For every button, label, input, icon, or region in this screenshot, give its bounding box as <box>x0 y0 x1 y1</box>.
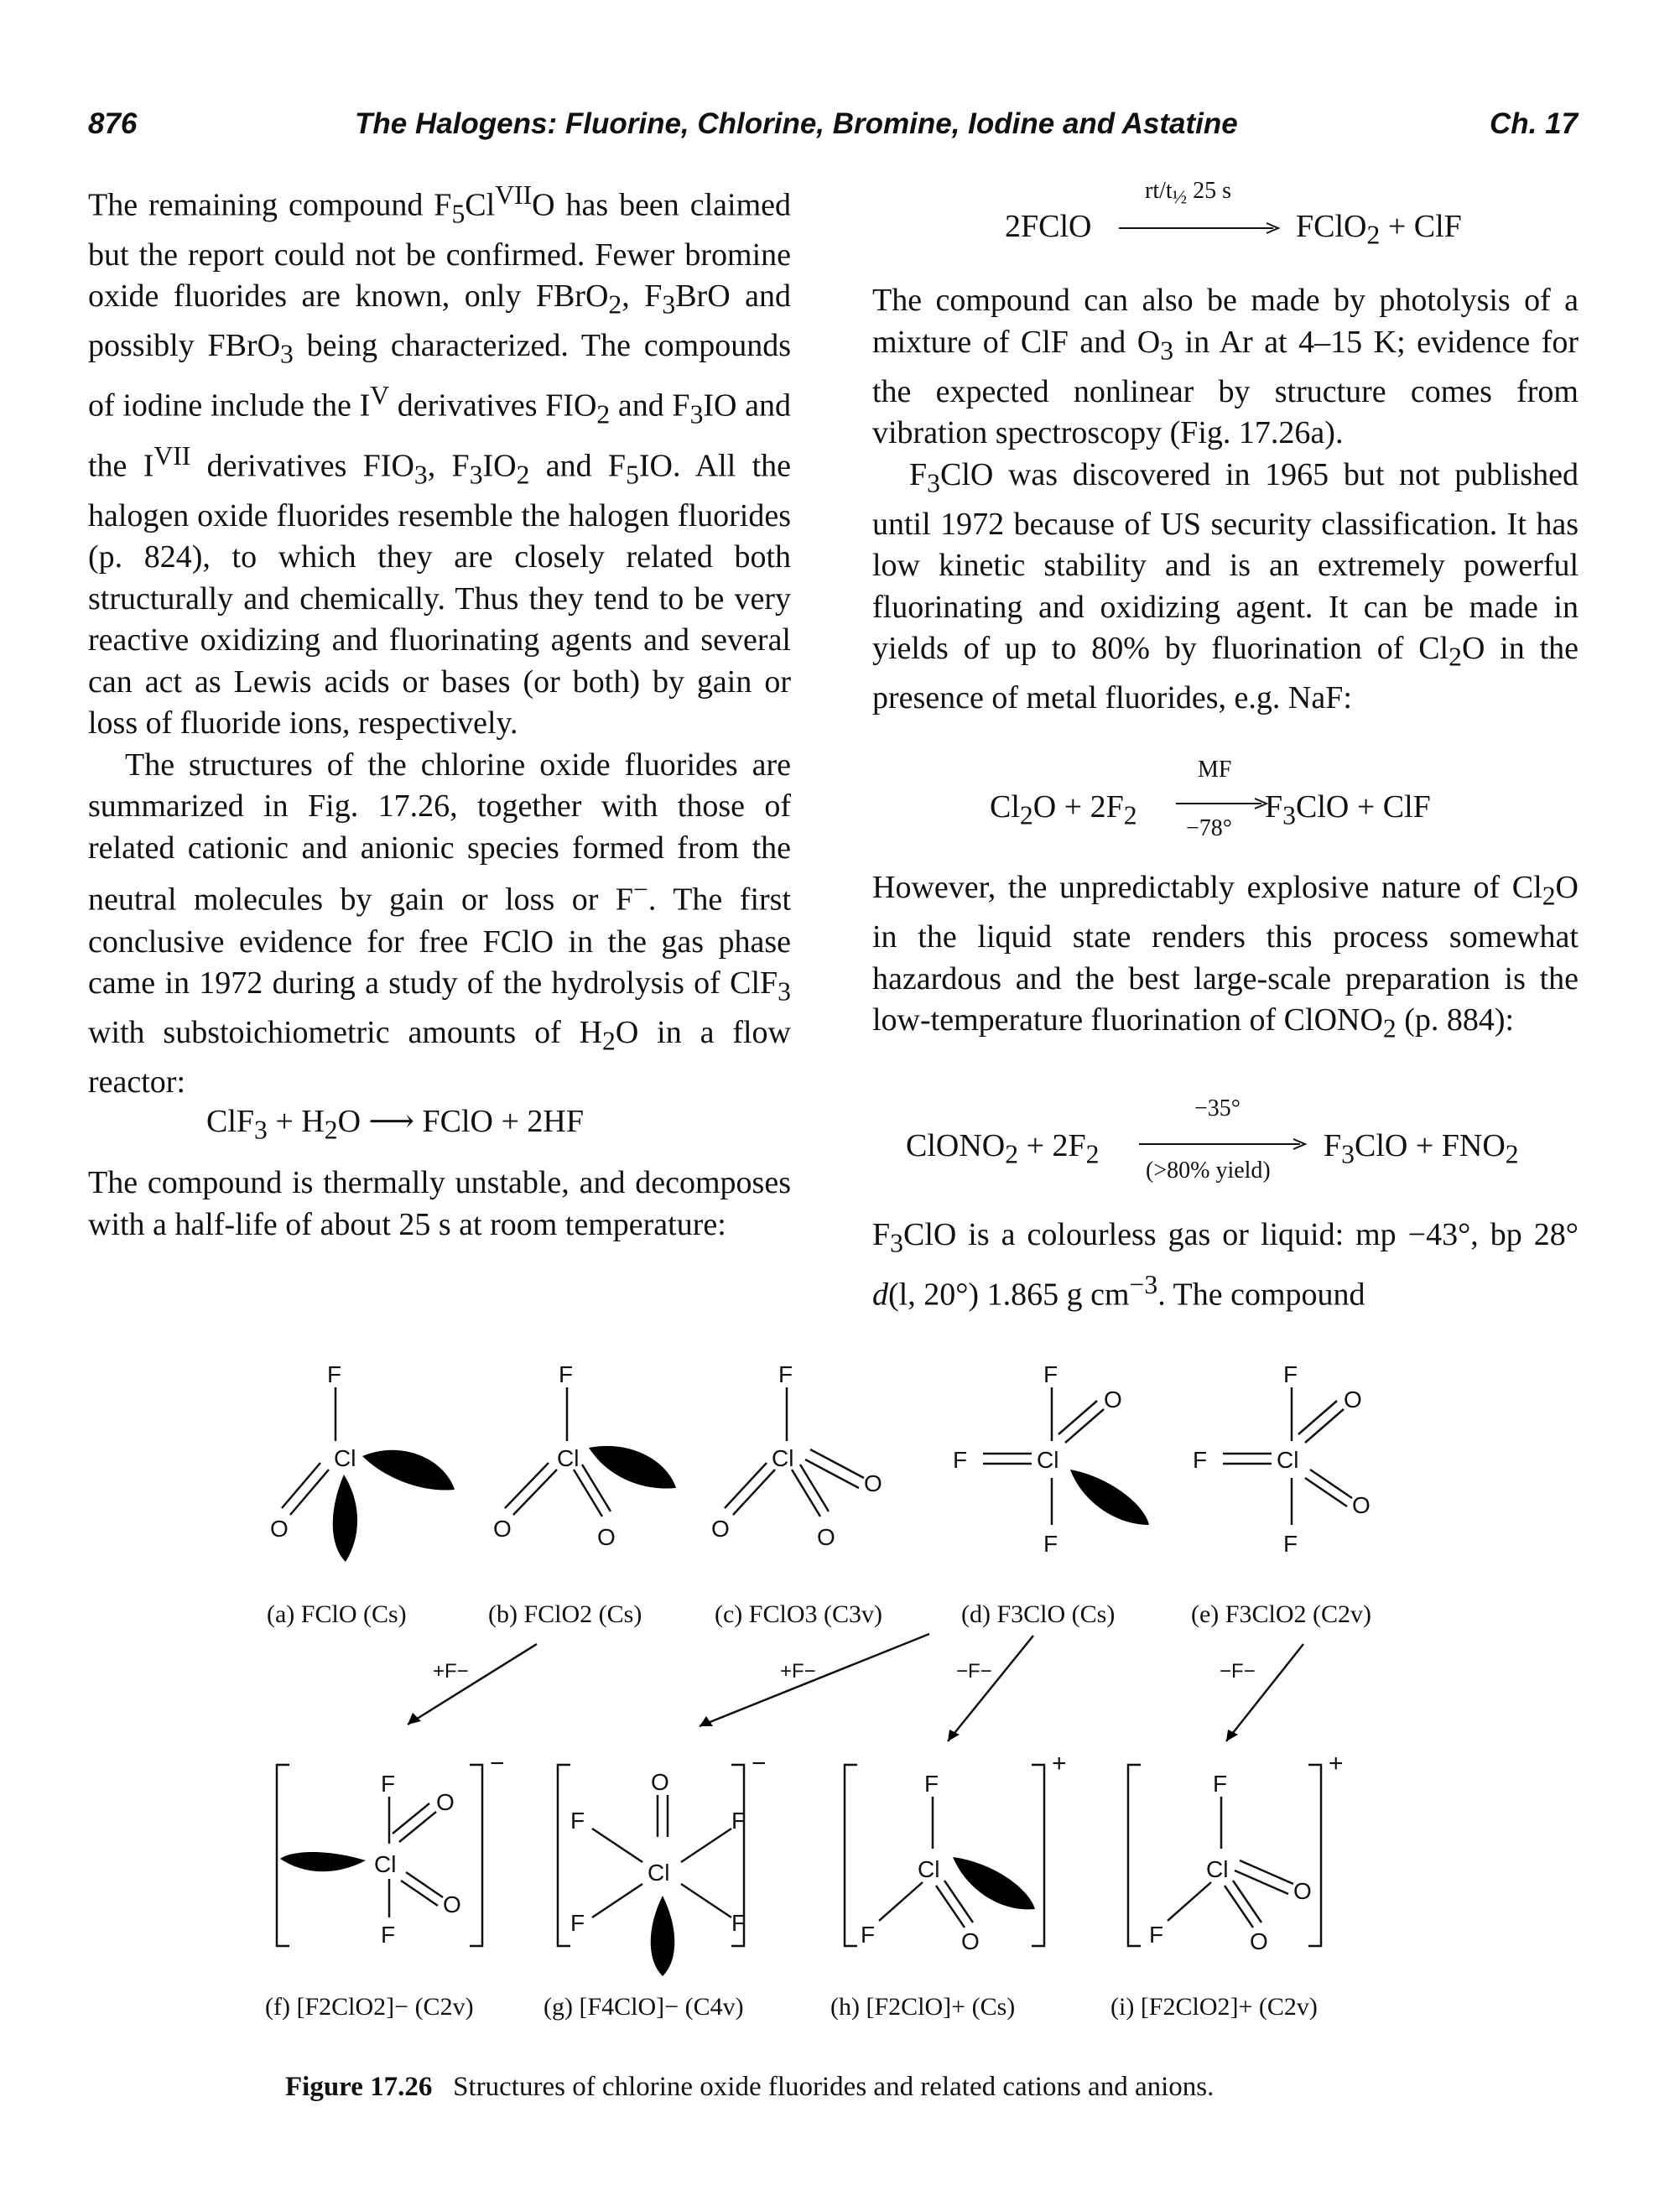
chapter-label: Ch. 17 <box>1490 107 1579 140</box>
atom-f: F <box>953 1447 967 1473</box>
atom-f: F <box>1193 1447 1207 1473</box>
atom-cl: Cl <box>772 1445 793 1471</box>
equation-2-products: FClO2 + ClF <box>1296 209 1462 250</box>
atom-o: O <box>651 1769 669 1795</box>
structure-label-e: (e) F3ClO2 (C2v) <box>1191 1600 1371 1628</box>
atom-o: O <box>961 1928 980 1954</box>
equation-4: ClONO2 + 2F2 <box>906 1128 1100 1169</box>
charge-label: + <box>1329 1750 1344 1777</box>
atom-cl: Cl <box>334 1445 356 1471</box>
atom-cl: Cl <box>374 1851 396 1877</box>
equation-2-condition: rt/t½ 25 s <box>1145 178 1232 209</box>
atom-cl: Cl <box>1277 1447 1298 1473</box>
arrow-labels: +F− +F− −F− −F− <box>433 1660 1256 1683</box>
atom-o: O <box>817 1524 835 1550</box>
equation-3-bottom: −78° <box>1186 815 1232 841</box>
equation-4-bottom: (>80% yield) <box>1146 1158 1271 1184</box>
charge-label: − <box>752 1750 767 1777</box>
right-column-end: F3ClO is a colourless gas or liquid: mp … <box>872 1215 1579 1316</box>
atom-f: F <box>731 1910 746 1936</box>
left-column-end: The compound is thermally unstable, and … <box>88 1163 791 1246</box>
charges: − − + + <box>490 1750 1344 1777</box>
equation-2-arrow <box>1119 222 1281 234</box>
charge-label: + <box>1052 1750 1067 1777</box>
figure-caption-text: Structures of chlorine oxide fluorides a… <box>453 2072 1214 2102</box>
structure-label-c: (c) FClO3 (C3v) <box>715 1600 882 1628</box>
structure-label-g: (g) [F4ClO]− (C4v) <box>544 1993 744 2021</box>
atom-f: F <box>381 1771 395 1797</box>
atom-cl: Cl <box>557 1445 579 1471</box>
equation-1: ClF3 + H2O ⟶ FClO + 2HF <box>206 1104 584 1145</box>
atom-labels: F Cl O F Cl O O F Cl O O O F Cl F O F F … <box>270 1361 1371 1954</box>
paragraph-4: The compound can also be made by photoly… <box>872 283 1579 451</box>
atom-f: F <box>570 1808 585 1834</box>
atom-o: O <box>436 1789 455 1815</box>
paragraph-7: F3ClO is a colourless gas or liquid: mp … <box>872 1217 1579 1313</box>
atom-f: F <box>381 1922 395 1948</box>
atom-f: F <box>1043 1361 1058 1387</box>
atom-cl: Cl <box>918 1856 939 1882</box>
atom-o: O <box>1104 1387 1122 1413</box>
atom-f: F <box>861 1922 875 1948</box>
atom-o: O <box>1344 1387 1362 1413</box>
equation-3-products: F3ClO + ClF <box>1265 789 1431 830</box>
structure-label-b: (b) FClO2 (Cs) <box>488 1600 642 1628</box>
arrow-label: −F− <box>1220 1660 1256 1683</box>
atom-o: O <box>1352 1492 1371 1518</box>
figure-structures: F Cl O F Cl O O F Cl O O O F Cl F O F F … <box>270 1361 1371 1976</box>
atom-f: F <box>570 1910 585 1936</box>
atom-cl: Cl <box>1206 1856 1228 1882</box>
paragraph-1: The remaining compound F5ClVIIO has been… <box>88 180 792 741</box>
atom-f: F <box>1149 1922 1163 1948</box>
atom-o: O <box>864 1470 882 1496</box>
structure-label-i: (i) [F2ClO2]+ (C2v) <box>1110 1993 1318 2021</box>
atom-f: F <box>327 1361 341 1387</box>
charge-label: − <box>490 1750 505 1777</box>
page-number: 876 <box>88 107 138 140</box>
atom-cl: Cl <box>1037 1447 1058 1473</box>
atom-o: O <box>1250 1928 1268 1954</box>
running-title: The Halogens: Fluorine, Chlorine, Bromin… <box>355 107 1238 140</box>
structure-label-h: (h) [F2ClO]+ (Cs) <box>830 1993 1016 2021</box>
equation-4-top: −35° <box>1194 1095 1240 1121</box>
atom-f: F <box>1043 1531 1058 1557</box>
paragraph-2: The structures of the chlorine oxide flu… <box>88 747 792 1100</box>
equation-4-arrow <box>1139 1138 1308 1150</box>
atom-f: F <box>778 1361 793 1387</box>
arrow-label: −F− <box>956 1660 992 1683</box>
right-column: The compound can also be made by photoly… <box>872 280 1579 720</box>
atom-o: O <box>711 1516 730 1542</box>
equation-3-arrow <box>1176 798 1269 809</box>
atom-f: F <box>1283 1361 1298 1387</box>
atom-o: O <box>493 1516 512 1542</box>
paragraph-5: F3ClO was discovered in 1965 but not pub… <box>872 456 1579 716</box>
right-column-mid: However, the unpredictably explosive nat… <box>872 867 1579 1049</box>
figure-number: Figure 17.26 <box>285 2072 433 2102</box>
atom-f: F <box>559 1361 573 1387</box>
equation-4-products: F3ClO + FNO2 <box>1324 1128 1519 1169</box>
atom-o: O <box>597 1524 616 1550</box>
atom-f: F <box>731 1808 746 1834</box>
atom-f: F <box>924 1771 939 1797</box>
atom-f: F <box>1283 1531 1298 1557</box>
paragraph-6: However, the unpredictably explosive nat… <box>872 870 1579 1043</box>
equation-3-top: MF <box>1198 757 1232 783</box>
atom-cl: Cl <box>648 1860 669 1886</box>
arrow-label: +F− <box>433 1660 469 1683</box>
atom-o: O <box>270 1516 289 1542</box>
arrow-label: +F− <box>780 1660 816 1683</box>
figure-caption: Figure 17.26 Structures of chlorine oxid… <box>285 2072 1214 2103</box>
paragraph-3: The compound is thermally unstable, and … <box>88 1165 791 1242</box>
atom-f: F <box>1213 1771 1227 1797</box>
equation-2: 2FClO <box>1005 209 1092 244</box>
structure-label-d: (d) F3ClO (Cs) <box>961 1600 1116 1628</box>
structure-label-f: (f) [F2ClO2]− (C2v) <box>265 1993 474 2021</box>
atom-o: O <box>443 1891 461 1917</box>
left-column: The remaining compound F5ClVIIO has been… <box>88 174 791 1104</box>
structure-label-a: (a) FClO (Cs) <box>267 1600 407 1628</box>
equation-3: Cl2O + 2F2 <box>990 789 1137 830</box>
atom-o: O <box>1293 1878 1312 1904</box>
